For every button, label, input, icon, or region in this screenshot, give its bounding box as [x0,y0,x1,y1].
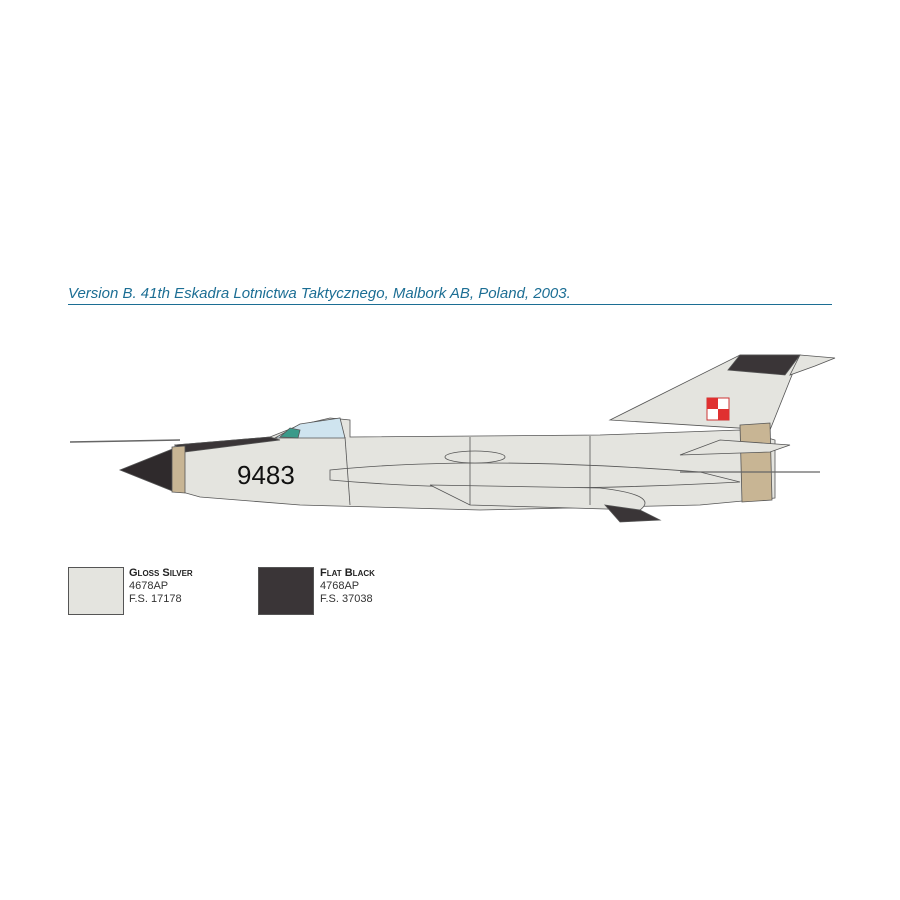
polish-checkerboard-roundel [706,397,730,421]
title-divider [68,304,832,305]
exhaust-section [739,422,773,503]
legend-flat-black: Flat Black 4768AP F.S. 37038 [320,567,375,606]
color-code: 4678AP [129,580,169,592]
swatch-gloss-silver [68,567,124,615]
tailplane [679,439,791,456]
pitot-tube [69,439,181,443]
color-fs: F.S. 37038 [320,593,373,605]
version-title: Version B. 41th Eskadra Lotnictwa Taktyc… [68,285,571,302]
legend-gloss-silver: Gloss Silver 4678AP F.S. 17178 [129,567,193,606]
serial-number: 9483 [237,460,295,490]
color-name: Gloss Silver [129,567,193,579]
nose-cone [118,447,176,493]
tank-tip-black [603,504,662,523]
color-name: Flat Black [320,567,375,579]
color-code: 4768AP [320,580,360,592]
swatch-flat-black [258,567,314,615]
intake-ring [171,445,186,494]
color-fs: F.S. 17178 [129,593,182,605]
wing [329,462,741,489]
